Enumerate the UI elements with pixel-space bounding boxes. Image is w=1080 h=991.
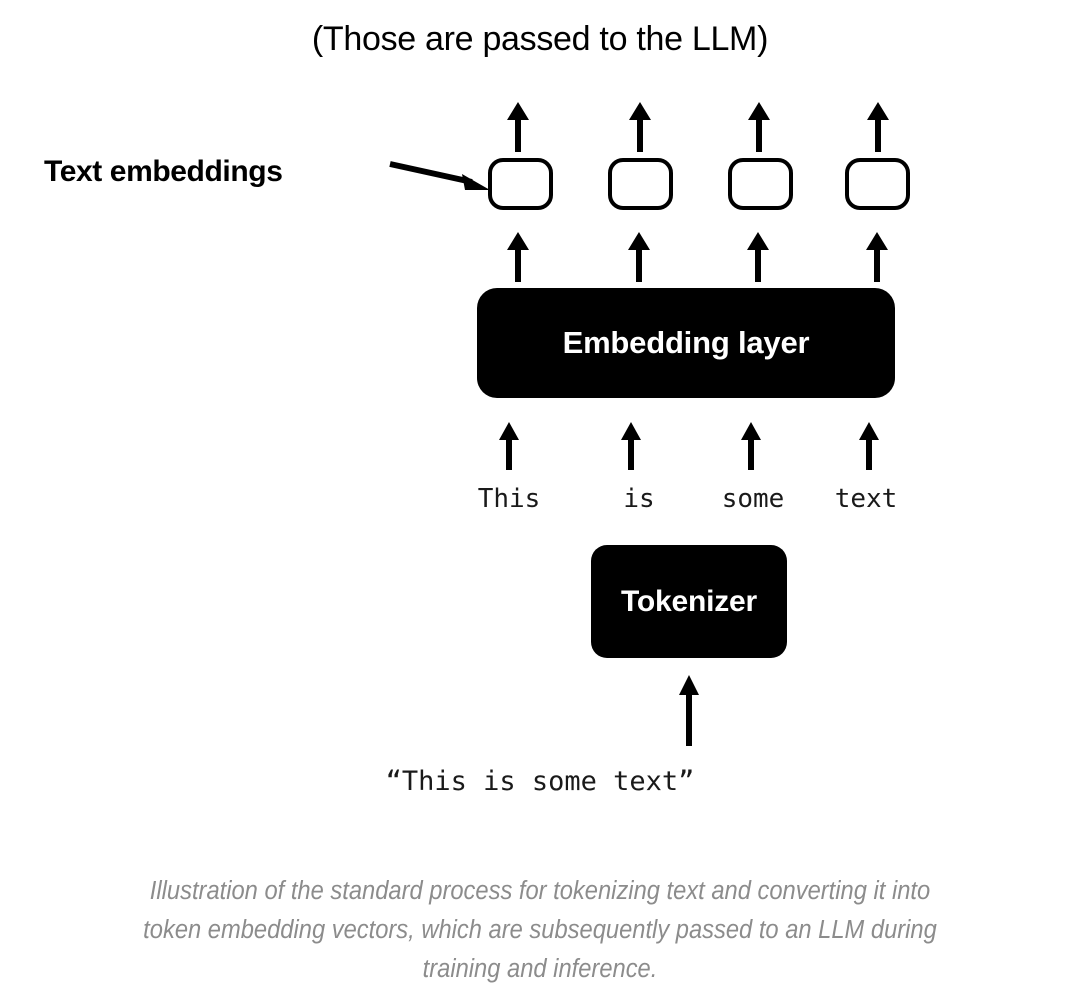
embedding-box-4 (845, 158, 910, 210)
token-arrow-4 (856, 420, 882, 470)
input-string-label: “This is some text” (385, 766, 695, 797)
page-title: (Those are passed to the LLM) (311, 20, 769, 58)
token-label-3: some (721, 484, 785, 514)
arrow-right-icon (386, 152, 496, 198)
tokenizer-label: Tokenizer (620, 584, 757, 618)
figure-caption: Illustration of the standard process for… (66, 872, 1015, 989)
embedding-layer-label: Embedding layer (562, 325, 810, 360)
output-arrow-3 (746, 100, 772, 152)
output-arrow-4 (865, 100, 891, 152)
tokenizer-block: Tokenizer (591, 545, 787, 658)
input-arrow (676, 673, 702, 746)
embedding-layer-block: Embedding layer (477, 288, 895, 398)
token-label-1: This (477, 484, 541, 514)
caption-line-2: token embedding vectors, which are subse… (143, 916, 937, 944)
embedding-arrow-4 (864, 230, 890, 282)
embedding-arrow-2 (626, 230, 652, 282)
embedding-box-2 (608, 158, 673, 210)
text-embeddings-label: Text embeddings (44, 155, 283, 188)
caption-line-3: training and inference. (422, 955, 658, 983)
token-arrow-2 (618, 420, 644, 470)
token-label-2: is (623, 484, 655, 514)
output-arrow-1 (505, 100, 531, 152)
embedding-arrow-3 (745, 230, 771, 282)
embedding-arrow-1 (505, 230, 531, 282)
caption-line-1: Illustration of the standard process for… (149, 877, 931, 905)
token-arrow-1 (496, 420, 522, 470)
output-arrow-2 (627, 100, 653, 152)
embedding-box-1 (488, 158, 553, 210)
token-label-4: text (834, 484, 898, 514)
embedding-box-3 (728, 158, 793, 210)
token-arrow-3 (738, 420, 764, 470)
